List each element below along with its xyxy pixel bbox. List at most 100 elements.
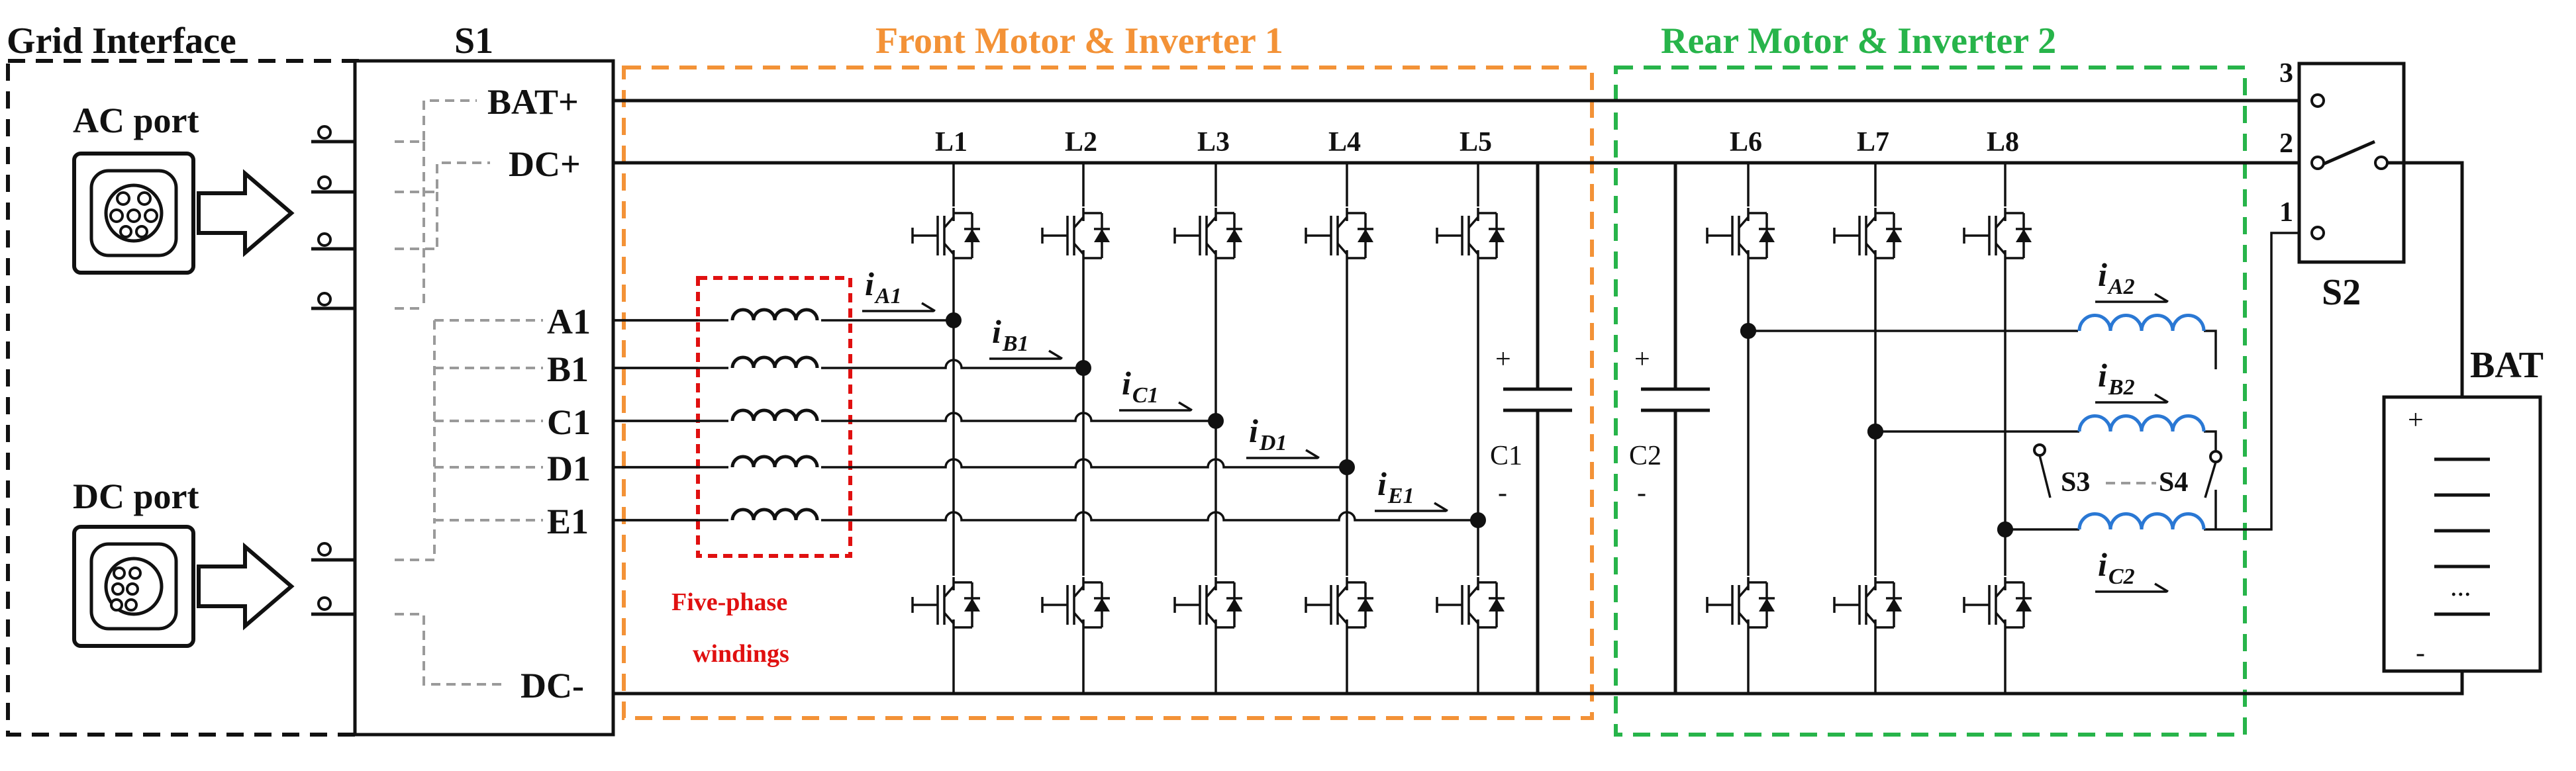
- s1-phase-e1-label: E1: [547, 502, 589, 541]
- rear-winding-2: [2077, 413, 2206, 433]
- c2-plus: +: [1634, 344, 1650, 375]
- ac-port-label: AC port: [73, 101, 199, 140]
- s1-phase-a1-label: A1: [547, 302, 591, 341]
- phase-wire-d1: [613, 458, 1347, 469]
- front-inverter-box: [622, 66, 1594, 720]
- phase-wire-c1: [613, 412, 1216, 422]
- leg-midpoint-dot: [1339, 459, 1355, 475]
- switch-s3: S3: [2033, 443, 2090, 498]
- current-e1: iE1: [1375, 465, 1448, 512]
- inverter-leg-l2: L2: [1041, 127, 1110, 694]
- winding-d1: [728, 450, 821, 470]
- s1-bat-plus-label: BAT+: [487, 82, 579, 122]
- rear-inverter-title: Rear Motor & Inverter 2: [1661, 21, 2056, 62]
- five-phase-windings-box: [696, 276, 852, 558]
- svg-text:iE1: iE1: [1377, 465, 1414, 508]
- winding-c1: [728, 404, 821, 424]
- leg-midpoint-dot: [1208, 413, 1224, 429]
- winding-a1: [728, 303, 821, 323]
- front-phase-currents: iA1 iB1 iC1 iD1 iE1: [862, 265, 1448, 512]
- c1-label: C1: [1490, 441, 1522, 471]
- s4-label: S4: [2159, 467, 2188, 498]
- five-phase-windings: [728, 303, 821, 523]
- current-b1: iB1: [989, 313, 1063, 360]
- phase-wire-e1: [613, 511, 1478, 522]
- inverter-leg-l7: L7: [1833, 127, 1902, 694]
- inverter-leg-l1: L1: [911, 127, 980, 694]
- leg-label-l1: L1: [935, 127, 967, 158]
- rear-winding-3: [2077, 511, 2206, 531]
- svg-text:iC2: iC2: [2098, 546, 2135, 589]
- c2-label: C2: [1629, 441, 1661, 471]
- winding-b1: [728, 351, 821, 371]
- dc-minus-bus: [613, 670, 2464, 696]
- s1-dc-minus-label: DC-: [520, 666, 584, 705]
- capacitor-c1: + C1 -: [1490, 163, 1572, 694]
- ac-arrow-icon: [197, 169, 295, 257]
- leg-label-l3: L3: [1197, 127, 1230, 158]
- s3-label: S3: [2061, 467, 2090, 498]
- leg-midpoint-dot: [1075, 360, 1091, 376]
- battery-ellipsis: ...: [2450, 572, 2471, 602]
- c2-minus: -: [1637, 478, 1646, 508]
- c1-minus: -: [1498, 478, 1507, 508]
- leg-label-l5: L5: [1460, 127, 1492, 158]
- leg-label-l6: L6: [1730, 127, 1762, 158]
- front-inverter-title: Front Motor & Inverter 1: [875, 21, 1283, 62]
- ac-port-connector-icon: [72, 152, 195, 275]
- rear-winding-1: [2077, 312, 2206, 332]
- grid-interface-box: [6, 59, 361, 737]
- dc-port-connector-icon: [72, 525, 195, 648]
- switch-s2: 3 2 1 S2: [2279, 58, 2406, 313]
- winding-e1: [728, 503, 821, 523]
- battery-label: BAT: [2470, 345, 2544, 386]
- leg-label-l2: L2: [1065, 127, 1097, 158]
- s1-phase-d1-label: D1: [547, 449, 591, 488]
- svg-text:iC1: iC1: [1122, 365, 1159, 408]
- s2-position-1: 1: [2279, 197, 2293, 228]
- inverter-leg-l5: L5: [1436, 127, 1505, 694]
- rear-inverter-box: [1614, 66, 2247, 737]
- s1-dc-plus-label: DC+: [509, 144, 581, 184]
- current-a2: iA2: [2095, 256, 2169, 303]
- battery-positive-lead: [2388, 161, 2464, 397]
- svg-text:iD1: iD1: [1249, 412, 1287, 455]
- windings-label-line2: windings: [693, 640, 789, 668]
- current-c1: iC1: [1119, 365, 1193, 412]
- battery-minus: -: [2416, 638, 2425, 668]
- capacitor-c2: + C2 -: [1629, 163, 1710, 694]
- leg-midpoint-dot: [1470, 512, 1486, 528]
- current-d1: iD1: [1246, 412, 1320, 459]
- inverter-leg-l8: L8: [1963, 127, 2032, 694]
- s1-internal-links: [395, 99, 543, 686]
- leg-label-l8: L8: [1987, 127, 2019, 158]
- dc-arrow-icon: [197, 542, 295, 631]
- switch-s4: S4: [2159, 450, 2222, 498]
- s2-position-3: 3: [2279, 58, 2293, 89]
- inverter-leg-l6: L6: [1706, 127, 1775, 694]
- inverter-legs: L1 L2 L3 L4 L5 L6 L7 L8: [911, 127, 2032, 694]
- leg-label-l7: L7: [1857, 127, 1889, 158]
- current-c2: iC2: [2095, 546, 2169, 593]
- grid-interface-title: Grid Interface: [7, 21, 236, 62]
- s1-phase-c1-label: C1: [547, 402, 591, 442]
- inverter-leg-l3: L3: [1173, 127, 1242, 694]
- svg-text:iB2: iB2: [2098, 357, 2135, 400]
- s2-position-2: 2: [2279, 128, 2293, 159]
- battery-plus: +: [2408, 405, 2424, 435]
- inverter-leg-l4: L4: [1305, 127, 1373, 694]
- leg-midpoint-dot: [946, 312, 962, 328]
- rear-motor-windings: [1740, 312, 2206, 537]
- s1-phase-b1-label: B1: [547, 349, 589, 389]
- svg-text:iA1: iA1: [865, 265, 902, 308]
- svg-text:iA2: iA2: [2098, 256, 2135, 299]
- current-b2: iB2: [2095, 357, 2169, 404]
- svg-text:iB1: iB1: [992, 313, 1029, 356]
- dc-port-label: DC port: [73, 476, 199, 516]
- s1-label: S1: [454, 21, 493, 62]
- battery-icon: + ... -: [2382, 395, 2542, 673]
- leg-label-l4: L4: [1328, 127, 1361, 158]
- s2-label: S2: [2322, 272, 2361, 313]
- c1-plus: +: [1495, 344, 1511, 375]
